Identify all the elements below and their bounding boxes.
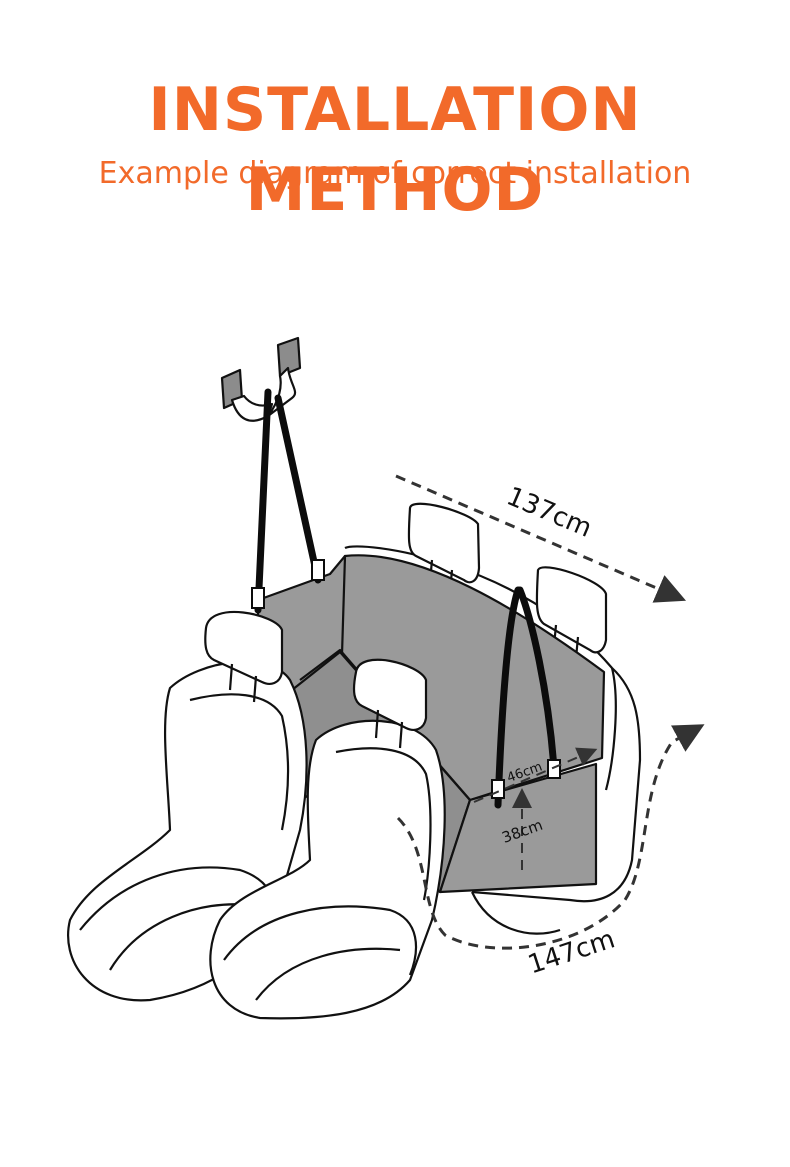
dimension-arrows bbox=[395, 474, 705, 950]
grab-handle-hooks bbox=[220, 336, 302, 422]
page-title: INSTALLATION METHOD bbox=[148, 75, 642, 225]
straps bbox=[251, 388, 561, 809]
front-seat-right bbox=[209, 658, 446, 1020]
total-length-arrow bbox=[396, 724, 705, 950]
page-subtitle: Example diagram of correct installation bbox=[98, 156, 692, 191]
flap-width-arrow bbox=[473, 747, 598, 803]
bench-width-label: 137cm bbox=[502, 481, 596, 543]
